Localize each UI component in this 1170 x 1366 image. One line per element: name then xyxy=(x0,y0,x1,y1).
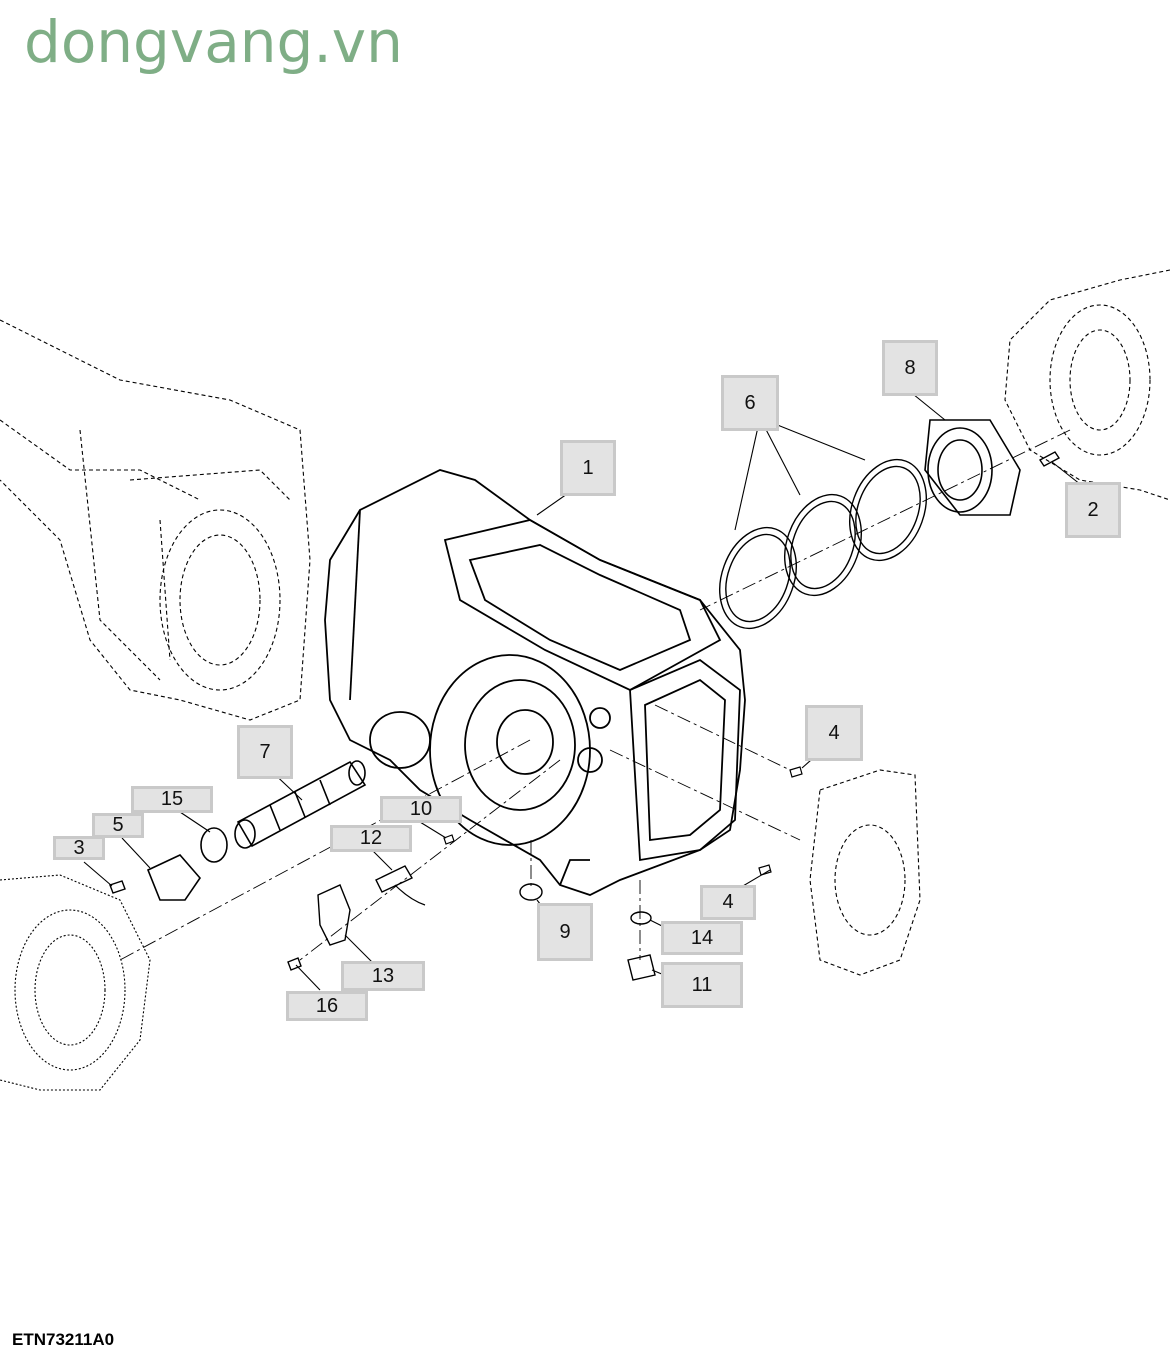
callout-10: 10 xyxy=(380,796,462,823)
ghost-housing-right xyxy=(1004,269,1170,501)
bracket-13 xyxy=(317,884,351,946)
plug-11 xyxy=(627,954,656,981)
ghost-housing-lower-right xyxy=(809,769,921,976)
callout-4-upper: 4 xyxy=(805,705,863,761)
center-lines xyxy=(119,429,1071,961)
bearing-cover xyxy=(924,419,1021,516)
dowel-pin-upper xyxy=(789,766,803,778)
figure-id: ETN73211A0 xyxy=(12,1330,115,1349)
cover-5 xyxy=(146,854,202,901)
callout-8: 8 xyxy=(882,340,938,396)
sensor-12 xyxy=(375,865,413,893)
callout-12: 12 xyxy=(330,825,412,852)
callout-5: 5 xyxy=(92,813,144,838)
bolt-3 xyxy=(109,880,126,894)
callout-13: 13 xyxy=(341,961,425,991)
callout-16: 16 xyxy=(286,991,368,1021)
shim-set xyxy=(719,458,927,630)
callout-11: 11 xyxy=(661,962,743,1008)
tube xyxy=(234,760,367,849)
bolt-2 xyxy=(1038,451,1061,467)
callout-7: 7 xyxy=(237,725,293,779)
callout-9: 9 xyxy=(537,903,593,961)
callout-6: 6 xyxy=(721,375,779,431)
callout-4-lower: 4 xyxy=(700,885,756,920)
callout-1: 1 xyxy=(560,440,616,496)
washer-14 xyxy=(630,911,652,925)
callout-15: 15 xyxy=(131,786,213,813)
bolt-16 xyxy=(287,957,302,971)
ghost-axle-lower-left xyxy=(0,874,151,1091)
callout-3: 3 xyxy=(53,836,105,860)
callout-14: 14 xyxy=(661,921,743,955)
dowel-pin-lower xyxy=(758,864,772,876)
o-ring-15 xyxy=(200,827,228,863)
washer-9 xyxy=(519,883,543,901)
transmission-case xyxy=(324,469,746,896)
watermark-text: dongvang.vn xyxy=(24,8,403,76)
callout-2: 2 xyxy=(1065,482,1121,538)
ghost-axle-housing-left xyxy=(0,319,311,721)
